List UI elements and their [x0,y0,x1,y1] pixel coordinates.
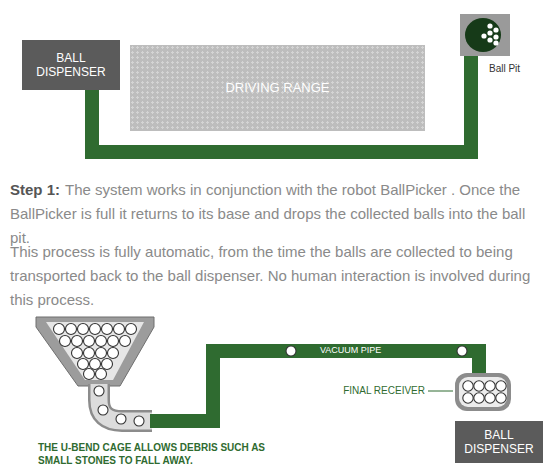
golf-ball [84,369,95,380]
golf-ball [496,393,506,403]
hopper-inside [46,322,144,380]
golf-ball [96,369,107,380]
step-text: The system works in conjunction with the… [10,181,525,246]
golf-ball [90,359,101,370]
golf-ball [474,381,484,391]
golf-ball [487,37,492,42]
golf-ball [96,336,107,347]
golf-ball [78,359,89,370]
golf-ball [98,405,108,415]
golf-ball [94,386,104,396]
receiver-housing [455,373,511,411]
receiver-inside [459,377,507,407]
u-bend-cage [99,384,152,421]
u-bend-cage-outline [99,384,152,421]
golf-ball [78,324,89,335]
ball-pit: Ball Pit [460,14,510,56]
golf-ball [90,324,101,335]
golf-ball [463,393,473,403]
golf-ball [474,393,484,403]
hopper-balls [54,324,137,380]
part-label: FINAL RECEIVER [343,385,425,396]
golf-ball [463,381,473,391]
note-text: THE U-BEND CAGE ALLOWS DEBRIS SUCH AS SM… [38,441,288,467]
hopper-body [36,317,154,386]
leader-line [428,391,453,392]
pit-housing [460,14,510,56]
pit-opening [465,18,501,52]
golf-ball [487,23,492,28]
golf-ball [485,381,495,391]
box-label: BALL DISPENSER [30,51,112,80]
paragraph: Step 1:The system works in conjunction w… [10,178,541,250]
golf-ball [457,346,467,356]
golf-ball [66,324,77,335]
golf-ball [485,393,495,403]
dispenser-box: BALL DISPENSER [455,421,543,463]
golf-ball [60,336,71,347]
driving-range-box: DRIVING RANGE [130,45,425,131]
box-label: DRIVING RANGE [225,80,329,96]
golf-ball [72,348,83,359]
golf-ball [134,416,144,426]
golf-ball [487,30,492,35]
body-text: This process is fully automatic, from th… [10,240,541,312]
golf-ball [493,34,498,39]
golf-ball [102,324,113,335]
part-label: Ball Pit [489,63,520,74]
golf-ball [481,33,486,38]
step-heading: Step 1: [10,181,60,198]
golf-ball [120,336,131,347]
pipe-label: VACUUM PIPE [318,345,383,355]
golf-ball [72,336,83,347]
golf-ball [96,348,107,359]
golf-ball [496,381,506,391]
final-receiver: FINAL RECEIVER [455,373,511,411]
vacuum-pipe [150,351,479,421]
golf-ball [116,414,126,424]
dispenser-box: BALL DISPENSER [22,40,120,90]
golf-ball [493,27,498,32]
golf-ball [54,324,65,335]
golf-ball [286,346,296,356]
golf-ball [493,40,498,45]
pipe-balls [94,346,467,426]
golf-ball [108,348,119,359]
golf-ball [108,336,119,347]
golf-ball [114,324,125,335]
golf-ball [84,348,95,359]
ball-pit-shape [460,14,510,56]
golf-ball [102,359,113,370]
golf-ball [84,336,95,347]
box-label: BALL DISPENSER [463,428,535,457]
receiver-shape [455,373,511,411]
golf-ball [126,324,137,335]
